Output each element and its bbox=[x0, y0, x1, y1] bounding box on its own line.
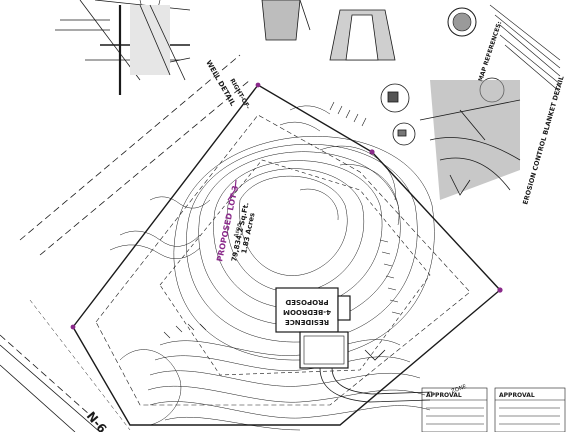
approval-label-1: APPROVAL bbox=[426, 392, 462, 399]
right-of-way-lines bbox=[0, 54, 251, 416]
approval-blocks bbox=[421, 387, 566, 432]
lower-slope-contours bbox=[119, 339, 431, 431]
map-references-label: MAP REFERENCES: bbox=[477, 21, 503, 83]
approval-label-2: APPROVAL bbox=[499, 392, 535, 399]
residence-label-2: 4-BEDROOM bbox=[283, 308, 331, 316]
engineer-seal bbox=[447, 7, 477, 37]
road bbox=[0, 299, 131, 432]
driveway bbox=[319, 349, 433, 403]
residence-footprint bbox=[275, 287, 351, 369]
area-label: Area bbox=[232, 222, 243, 238]
boundary-markers bbox=[70, 82, 503, 330]
well-detail bbox=[55, 0, 191, 95]
slope-tick-marks bbox=[163, 101, 401, 339]
trench-detail bbox=[261, 0, 396, 61]
erosion-detail bbox=[380, 77, 521, 200]
residence-label-1: PROPOSED bbox=[285, 298, 328, 306]
erosion-control-title: EROSION CONTROL BLANKET DETAIL bbox=[521, 75, 565, 206]
lot-leader-line bbox=[227, 179, 237, 201]
zone-label: ZONE bbox=[451, 384, 468, 395]
residence-label-3: RESIDENCE bbox=[285, 318, 329, 326]
reference-notes bbox=[489, 4, 561, 93]
wetland-hatch bbox=[109, 105, 331, 260]
